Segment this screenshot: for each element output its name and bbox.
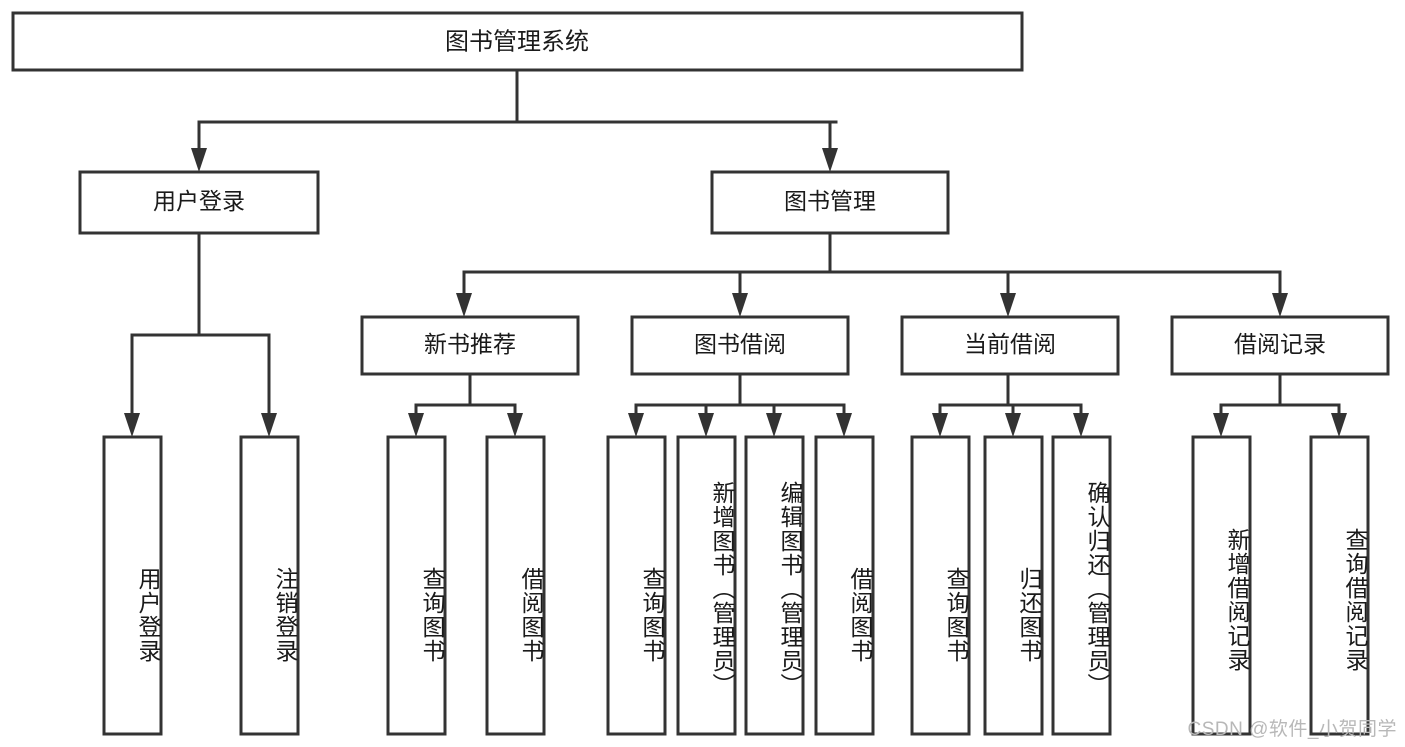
leaf-rect-nb-borrow-book[interactable] (485, 435, 546, 736)
node-user-login-rect[interactable] (78, 170, 320, 235)
arrowhead-nb-borrow-book (507, 413, 523, 437)
leaf-rect-br-add-record[interactable] (1191, 435, 1252, 736)
arrowhead-cb-return-book (1005, 413, 1021, 437)
node-root-rect[interactable] (11, 11, 1024, 72)
csdn-watermark: CSDN @软件_小贺同学 (1187, 719, 1397, 740)
node-book-management-rect[interactable] (710, 170, 950, 235)
arrowhead-bb-query-book (628, 413, 644, 437)
arrowhead-cb-query-book (932, 413, 948, 437)
arrowhead-cb-confirm-return (1073, 413, 1089, 437)
leaf-rect-cb-query-book[interactable] (910, 435, 971, 736)
node-book-borrow-rect[interactable] (630, 315, 850, 376)
node-new-book-recommend-label: 新书推荐 (424, 331, 516, 357)
leaf-rect-user-login[interactable] (102, 435, 163, 736)
arrowhead-borrow-record (1272, 293, 1288, 317)
arrowhead-book-mgmt (822, 148, 838, 172)
leaf-rect-logout[interactable] (239, 435, 300, 736)
leaf-rect-cb-confirm-return[interactable] (1051, 435, 1112, 736)
node-user-login-label: 用户登录 (153, 188, 245, 214)
leaf-rect-bb-edit-book[interactable] (744, 435, 805, 736)
arrowhead-user-login (191, 148, 207, 172)
node-root-label: 图书管理系统 (445, 28, 589, 55)
arrowhead-bb-add-book (698, 413, 714, 437)
arrowhead-bb-borrow-book (836, 413, 852, 437)
connector-group-book-borrow (628, 372, 852, 437)
node-current-borrow-rect[interactable] (900, 315, 1120, 376)
connector-group-root (191, 68, 838, 172)
connector-group-book-mgmt (456, 231, 1288, 317)
connector-group-new-book-rec (408, 372, 523, 437)
arrowhead-new-book-rec (456, 293, 472, 317)
node-new-book-recommend[interactable]: 新书推荐 (360, 315, 580, 376)
node-borrow-record[interactable]: 借阅记录 (1170, 315, 1390, 376)
node-book-borrow-label: 图书借阅 (694, 331, 786, 357)
arrowhead-current-borrow (1000, 293, 1016, 317)
node-borrow-record-rect[interactable] (1170, 315, 1390, 376)
arrowhead-leaf-user-login (124, 413, 140, 437)
arrowhead-nb-query-book (408, 413, 424, 437)
node-book-management-label: 图书管理 (784, 188, 876, 214)
connector-group-user-login (124, 231, 277, 437)
arrowhead-bb-edit-book (766, 413, 782, 437)
arrowhead-leaf-logout (261, 413, 277, 437)
arrowhead-book-borrow (732, 293, 748, 317)
node-current-borrow-label: 当前借阅 (964, 331, 1056, 357)
arrowhead-br-add-record (1213, 413, 1229, 437)
leaf-rect-bb-borrow-book[interactable] (814, 435, 875, 736)
leaf-rect-nb-query-book[interactable] (386, 435, 447, 736)
leaf-rect-bb-add-book[interactable] (676, 435, 737, 736)
connector-group-current-borrow (932, 372, 1089, 437)
leaf-rect-br-query-record[interactable] (1309, 435, 1370, 736)
node-borrow-record-label: 借阅记录 (1234, 331, 1326, 357)
connector-group-borrow-record (1213, 372, 1347, 437)
node-root[interactable]: 图书管理系统 (11, 11, 1024, 72)
node-book-management[interactable]: 图书管理 (710, 170, 950, 235)
node-new-book-recommend-rect[interactable] (360, 315, 580, 376)
leaf-rect-bb-query-book[interactable] (606, 435, 667, 736)
node-current-borrow[interactable]: 当前借阅 (900, 315, 1120, 376)
leaf-rect-cb-return-book[interactable] (983, 435, 1044, 736)
node-user-login[interactable]: 用户登录 (78, 170, 320, 235)
arrowhead-br-query-record (1331, 413, 1347, 437)
node-book-borrow[interactable]: 图书借阅 (630, 315, 850, 376)
